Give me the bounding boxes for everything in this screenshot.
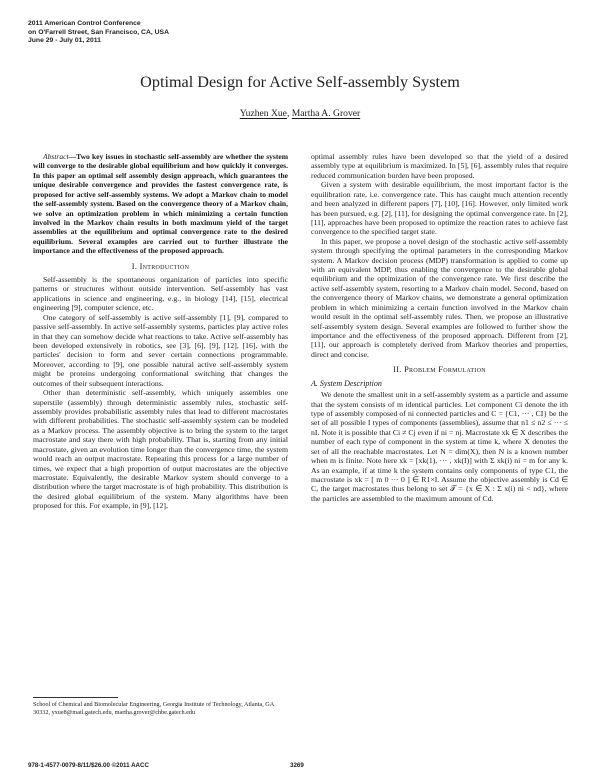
- conference-dates: June 29 - July 01, 2011: [28, 37, 101, 45]
- author-grover[interactable]: Martha A. Grover: [291, 108, 361, 119]
- conference-name: 2011 American Control Conference: [28, 20, 141, 27]
- right-paragraph-3: In this paper, we propose a novel design…: [311, 236, 568, 359]
- author-line: Yuzhen Xue, Martha A. Grover: [0, 108, 600, 119]
- conference-location: on O'Farrell Street, San Francisco, CA, …: [28, 28, 169, 36]
- intro-paragraph-1: Self-assembly is the spontaneous organiz…: [33, 275, 288, 313]
- abstract-label: Abstract: [43, 152, 69, 161]
- page-number: 3269: [290, 762, 304, 769]
- right-paragraph-2: Given a system with desirable equilibriu…: [311, 180, 568, 237]
- footnote-affiliation: School of Chemical and Biomolecular Engi…: [33, 701, 274, 716]
- intro-paragraph-3: Other than deterministic self-assembly, …: [33, 388, 288, 511]
- right-paragraph-1: optimal assembly rules have been develop…: [311, 152, 568, 180]
- author-separator: ,: [286, 108, 292, 119]
- left-column: Abstract—Two key issues in stochastic se…: [33, 152, 288, 511]
- conference-header: 2011 American Control Conference on O'Fa…: [28, 20, 169, 46]
- abstract: Abstract—Two key issues in stochastic se…: [33, 152, 288, 256]
- abstract-text: —Two key issues in stochastic self-assem…: [33, 152, 288, 256]
- author-xue[interactable]: Yuzhen Xue: [239, 108, 287, 119]
- footnote-divider: [33, 697, 118, 698]
- subsection-heading-system-description: A. System Description: [311, 378, 382, 388]
- intro-paragraph-2: One category of self-assembly is active …: [33, 312, 288, 388]
- right-paragraph-4: We denote the smallest unit in a self-as…: [311, 390, 568, 503]
- section-heading-problem-formulation: II. Problem Formulation: [393, 365, 486, 375]
- isbn-copyright: 978-1-4577-0079-8/11/$26.00 ©2011 AACC: [28, 762, 149, 769]
- paper-title: Optimal Design for Active Self-assembly …: [140, 73, 460, 91]
- section-heading-introduction: I. Introduction: [131, 261, 190, 271]
- right-column: optimal assembly rules have been develop…: [311, 152, 568, 503]
